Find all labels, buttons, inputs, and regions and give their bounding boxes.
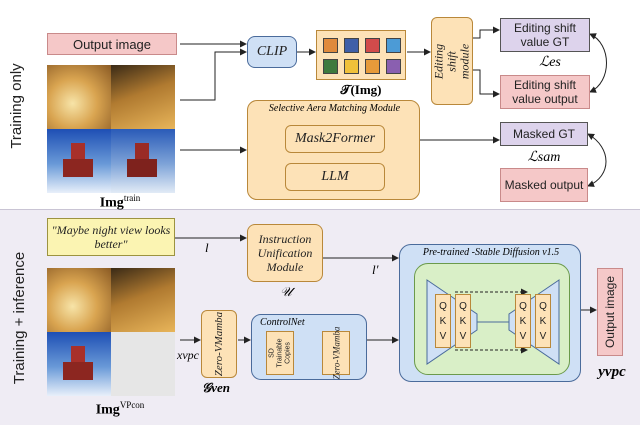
- loss-es-label: ℒes: [539, 55, 561, 70]
- clip-box: CLIP: [247, 36, 297, 68]
- sd-title: Pre-trained -Stable Diffusion v1.5: [422, 247, 560, 258]
- controlnet-box: ControlNet SD Trainable Copies Zero-VMam…: [251, 314, 367, 380]
- output-image-label: Output image: [72, 36, 152, 52]
- img-vpc-tile-desert-1: [47, 268, 111, 332]
- img-vpc-label: ImgVPcon: [95, 400, 145, 418]
- x-vpc-symbol: xvpc: [177, 348, 199, 362]
- editing-shift-output-box: Editing shift value output: [500, 75, 590, 109]
- l-symbol: l: [205, 240, 209, 255]
- controlnet-zero-vmamba-box: Zero-VMamba: [322, 327, 350, 379]
- editing-shift-module: Editing shift module: [431, 17, 473, 105]
- img-train-tile-desert-2: [111, 65, 175, 129]
- img-train-tile-desert-1: [47, 65, 111, 129]
- token-panel: [316, 30, 406, 80]
- zero-vmamba-box: Zero-VMamba: [201, 310, 237, 378]
- img-vpc-grid: [47, 268, 175, 396]
- sam-module-title: Selective Aera Matching Module: [268, 103, 401, 114]
- mask2former-box: Mask2Former: [285, 125, 385, 153]
- output-image-box-bottom: Output image: [597, 268, 623, 356]
- section-label-training-only: Training only: [8, 63, 25, 149]
- clip-label: CLIP: [256, 44, 288, 59]
- editing-shift-gt-box: Editing shift value GT: [500, 18, 590, 52]
- instruction-unification-module: Instruction Unification Module: [247, 224, 323, 282]
- controlnet-title: ControlNet: [260, 317, 305, 328]
- llm-box: LLM: [285, 163, 385, 191]
- masked-output-box: Masked output: [500, 168, 588, 202]
- token-square: [365, 59, 380, 74]
- g-ven-symbol: 𝒢ven: [202, 380, 231, 395]
- output-image-box-top: Output image: [47, 33, 177, 55]
- token-square: [386, 38, 401, 53]
- token-label: 𝒯(Img): [340, 82, 382, 97]
- token-square: [323, 38, 338, 53]
- img-train-label: Imgtrain: [99, 193, 141, 211]
- y-vpc-symbol: yvpc: [598, 364, 626, 380]
- band-divider: [0, 209, 640, 210]
- sd-trainable-copies-box: SD Trainable Copies: [266, 331, 294, 375]
- section-label-training-inference: Training + inference: [11, 251, 28, 385]
- token-square: [386, 59, 401, 74]
- sam-module: Selective Aera Matching Module Mask2Form…: [247, 100, 420, 200]
- prompt-box: "Maybe night view looks better": [47, 218, 175, 256]
- token-square: [344, 59, 359, 74]
- u-symbol: 𝒰: [280, 284, 292, 299]
- img-vpc-tile-blank: [111, 332, 175, 396]
- token-square: [323, 59, 338, 74]
- token-square: [365, 38, 380, 53]
- img-train-tile-church-2: [111, 129, 175, 193]
- token-square: [344, 38, 359, 53]
- img-train-tile-church-1: [47, 129, 111, 193]
- loss-sam-label: ℒsam: [527, 150, 561, 165]
- img-vpc-tile-desert-2: [111, 268, 175, 332]
- img-train-grid: [47, 65, 175, 193]
- img-vpc-tile-church: [47, 332, 111, 396]
- masked-gt-box: Masked GT: [500, 122, 588, 146]
- l-prime-symbol: l′: [372, 262, 379, 277]
